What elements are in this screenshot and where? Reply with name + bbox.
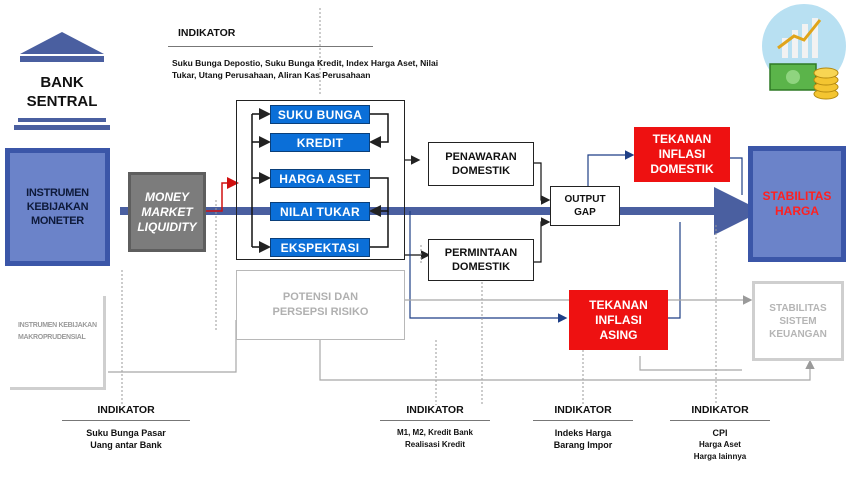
potensi-risiko-box: POTENSI DAN PERSEPSI RISIKO	[236, 270, 405, 340]
indicator-harga-impor: INDIKATOR Indeks Harga Barang Impor	[533, 404, 633, 451]
stabilitas-keuangan-box: STABILITAS SISTEM KEUANGAN	[752, 281, 844, 361]
indicator-kredit: INDIKATOR M1, M2, Kredit Bank Realisasi …	[380, 404, 490, 451]
transmission-channels-box	[236, 100, 405, 260]
tekanan-inflasi-domestik-box: TEKANAN INFLASI DOMESTIK	[634, 127, 730, 182]
channel-suku-bunga: SUKU BUNGA	[270, 105, 370, 124]
indicator-pasar-uang: INDIKATOR Suku Bunga Pasar Uang antar Ba…	[62, 404, 190, 451]
bank-icon	[12, 30, 112, 134]
instrumen-moneter-box: INSTRUMEN KEBIJAKAN MONETER	[5, 148, 110, 266]
indicator-cpi: INDIKATOR CPI Harga Aset Harga lainnya	[670, 404, 770, 463]
channel-nilai-tukar: NILAI TUKAR	[270, 202, 370, 221]
stabilitas-harga-box: STABILITAS HARGA	[748, 146, 846, 262]
makroprudensial-box	[10, 296, 106, 390]
top-indicator-title: INDIKATOR	[178, 27, 236, 39]
channel-ekspektasi: EKSPEKTASI	[270, 238, 370, 257]
output-gap-box: OUTPUT GAP	[550, 186, 620, 226]
stabilitas-illustration	[760, 2, 848, 112]
channel-kredit: KREDIT	[270, 133, 370, 152]
penawaran-domestik-box: PENAWARAN DOMESTIK	[428, 142, 534, 186]
top-indicator-underline	[168, 46, 373, 47]
money-market-box: MONEY MARKET LIQUIDITY	[128, 172, 206, 252]
permintaan-domestik-box: PERMINTAAN DOMESTIK	[428, 239, 534, 281]
top-indicator-text: Suku Bunga Depostio, Suku Bunga Kredit, …	[172, 58, 439, 80]
makroprudensial-label: INSTRUMEN KEBIJAKAN MAKROPRUDENSIAL	[18, 322, 97, 341]
tekanan-inflasi-asing-box: TEKANAN INFLASI ASING	[569, 290, 668, 350]
channel-harga-aset: HARGA ASET	[270, 169, 370, 188]
bank-label: BANK SENTRAL	[26, 74, 98, 110]
